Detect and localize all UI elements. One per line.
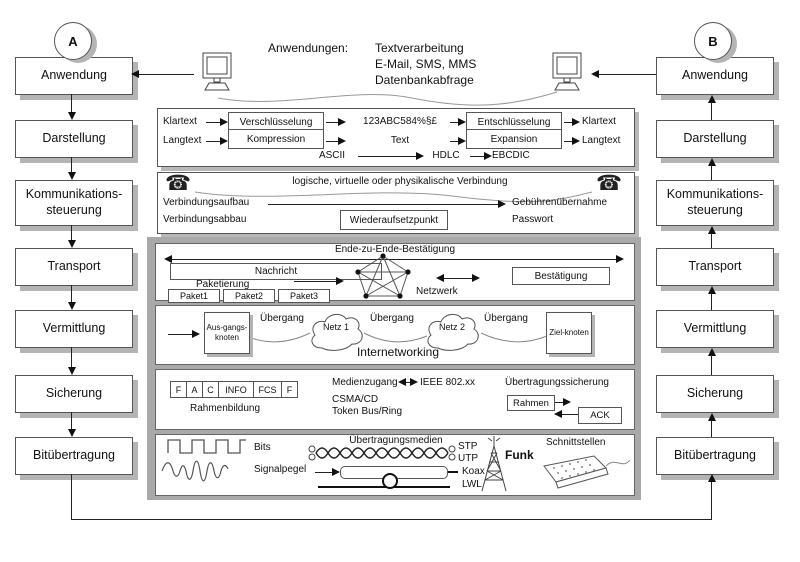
ascii-label: ASCII	[318, 150, 346, 161]
computer-icon	[552, 52, 582, 91]
lwl-label: LWL	[462, 479, 482, 490]
utp-label: UTP	[458, 453, 478, 464]
connector-plug-icon	[543, 455, 631, 489]
text-label: Text	[390, 135, 410, 146]
layer-a-bituebertragung: Bitübertragung	[15, 437, 133, 475]
expansion-box: Expansion	[466, 129, 562, 149]
ciphertext-label: 123ABC584%§£	[363, 116, 437, 127]
band-sicherung	[155, 369, 635, 430]
klartext-label: Klartext	[163, 116, 197, 127]
signalpegel-label: Signalpegel	[254, 464, 307, 475]
paket-box: Paket1	[168, 289, 220, 303]
uebertragungssicherung-label: Übertragungssicherung	[505, 377, 609, 388]
routing-wires	[245, 332, 548, 343]
layer-a-sicherung: Sicherung	[15, 375, 133, 413]
langtext-out-label: Langtext	[582, 135, 621, 146]
session-wave	[194, 191, 593, 203]
netz1-label: Netz 1	[322, 322, 349, 332]
zielknoten-box: Ziel-knoten	[546, 312, 592, 354]
digital-signal-icon	[167, 439, 246, 454]
ausgangsknoten-box: Aus-gangs-knoten	[204, 312, 250, 354]
funk-label: Funk	[505, 448, 534, 462]
schnittstellen-label: Schnittstellen	[546, 437, 606, 448]
frame-structure: F A C INFO FCS F	[170, 381, 298, 398]
internetworking-label: Internetworking	[356, 345, 440, 359]
layer-b-vermittlung: Vermittlung	[656, 310, 774, 348]
phone-icon: ☎	[165, 172, 192, 195]
paket-box: Paket2	[223, 289, 275, 303]
layer-a-darstellung: Darstellung	[15, 120, 133, 158]
uebergang-label: Übergang	[484, 313, 528, 324]
klartext-out-label: Klartext	[582, 116, 616, 127]
paket-box: Paket3	[278, 289, 330, 303]
token-label: Token Bus/Ring	[332, 406, 403, 417]
kompression-box: Kompression	[228, 129, 324, 149]
netzwerk-label: Netzwerk	[416, 286, 458, 297]
uebergang-label: Übergang	[260, 313, 304, 324]
verbindung-title: logische, virtuelle oder physikalische V…	[292, 176, 508, 187]
radio-tower-icon	[481, 436, 507, 492]
passwort-label: Passwort	[512, 214, 554, 225]
layer-b-darstellung: Darstellung	[656, 120, 774, 158]
app-item: Datenbankabfrage	[375, 73, 474, 88]
node-a-label: A	[68, 33, 78, 49]
node-a-badge: A	[54, 22, 92, 60]
layer-b-bituebertragung: Bitübertragung	[656, 437, 774, 475]
layer-b-transport: Transport	[656, 248, 774, 286]
fiber-loop-icon	[382, 473, 398, 489]
wiederaufsetzpunkt-box: Wiederaufsetzpunkt	[340, 210, 448, 230]
anwendungen-label: Anwendungen:	[268, 41, 349, 55]
analog-signal-icon	[161, 460, 229, 482]
node-b-label: B	[708, 33, 718, 49]
uebergang-label: Übergang	[370, 313, 414, 324]
csma-label: CSMA/CD	[332, 394, 379, 405]
layer-b-sicherung: Sicherung	[656, 375, 774, 413]
rahmenbildung-label: Rahmenbildung	[190, 403, 261, 414]
bestaetigung-box: Bestätigung	[512, 267, 610, 285]
bits-label: Bits	[254, 442, 271, 453]
layer-a-kommunikation: Kommunikations-steuerung	[15, 180, 133, 226]
virtual-connection-wave	[217, 91, 558, 106]
verbindungsabbau-label: Verbindungsabbau	[163, 214, 247, 225]
ieee-label: IEEE 802.xx	[420, 377, 476, 388]
phone-icon: ☎	[596, 172, 623, 195]
stp-label: STP	[458, 441, 478, 452]
app-list: Textverarbeitung E-Mail, SMS, MMS Datenb…	[375, 40, 476, 89]
verbindungsaufbau-label: Verbindungsaufbau	[163, 197, 250, 208]
verschluesselung-box: Verschlüsselung	[228, 112, 324, 132]
ebcdic-label: EBCDIC	[492, 150, 530, 161]
layer-b-kommunikation: Kommunikations-steuerung	[656, 180, 774, 226]
koax-label: Koax	[462, 466, 485, 477]
computer-icon	[202, 52, 232, 91]
layer-a-anwendung: Anwendung	[15, 57, 133, 95]
paketierung-label: Paketierung	[196, 279, 250, 290]
nachricht-box: Nachricht	[170, 263, 382, 280]
app-item: Textverarbeitung	[375, 41, 464, 55]
uebertragungsmedien-label: Übertragungsmedien	[349, 435, 443, 446]
app-item: E-Mail, SMS, MMS	[375, 57, 477, 72]
netz2-cloud	[427, 314, 479, 351]
hdlc-label: HDLC	[432, 150, 460, 161]
node-b-badge: B	[694, 22, 732, 60]
layer-a-vermittlung: Vermittlung	[15, 310, 133, 348]
twisted-pair-icon	[308, 445, 456, 461]
ack-box: ACK	[578, 407, 622, 424]
layer-a-transport: Transport	[15, 248, 133, 286]
medienzugang-label: Medienzugang	[332, 377, 398, 388]
ende-zu-ende-title: Ende-zu-Ende-Bestätigung	[334, 244, 456, 255]
netz1-cloud	[311, 314, 363, 351]
rahmen-box: Rahmen	[507, 395, 555, 411]
network-mesh-icon	[355, 253, 411, 299]
gebuehren-label: Gebührenübernahme	[512, 197, 608, 208]
netz2-label: Netz 2	[438, 322, 465, 332]
layer-b-anwendung: Anwendung	[656, 57, 774, 95]
langtext-label: Langtext	[163, 135, 202, 146]
